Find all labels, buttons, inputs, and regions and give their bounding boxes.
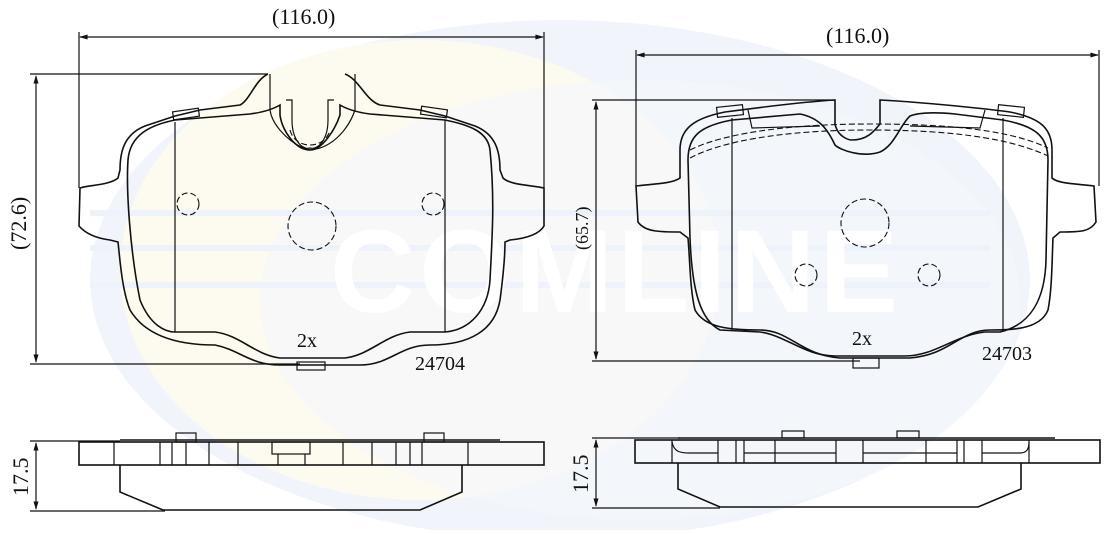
part-number: 24703 (982, 343, 1032, 365)
pad-24704-front-view: (116.0) (72.6) 2x 24704 (6, 4, 545, 375)
height-dimension: (72.6) (6, 197, 31, 250)
pad-24704-side-view: 17.5 (8, 432, 545, 512)
watermark: COMLINE (90, 20, 1030, 535)
pad-24703-front-view: (116.0) (65.7) 2x 24703 (572, 23, 1100, 369)
part-number: 24704 (415, 353, 465, 375)
pad-24703-side-view: 17.5 (568, 430, 1101, 509)
quantity-label: 2x (852, 328, 872, 350)
width-dimension: (116.0) (826, 23, 889, 48)
thickness-dimension: 17.5 (568, 455, 593, 494)
watermark-text: COMLINE (330, 206, 902, 338)
height-dimension: (65.7) (572, 207, 593, 251)
width-dimension: (116.0) (272, 4, 335, 29)
thickness-dimension: 17.5 (8, 458, 33, 497)
quantity-label: 2x (297, 330, 317, 352)
